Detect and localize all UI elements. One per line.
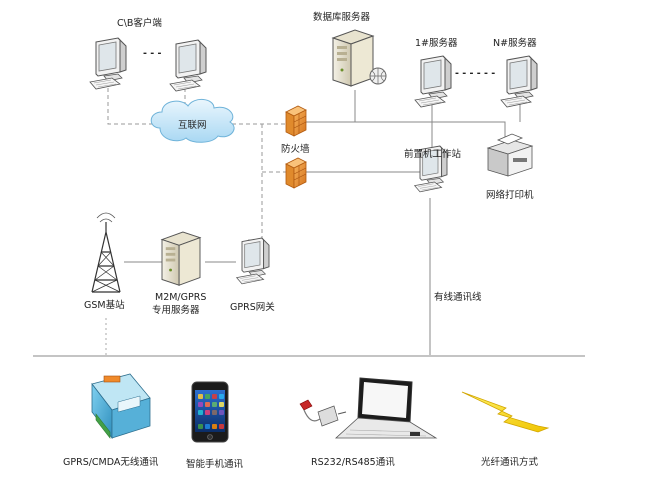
server-n-computer (500, 55, 538, 108)
m2m-server-label-line2: 专用服务器 (152, 304, 200, 316)
database-server-label: 数据库服务器 (313, 11, 371, 23)
laptop-computer (334, 377, 438, 439)
smartphone-device (191, 381, 229, 443)
frontend-station-label: 前置机工作站 (404, 148, 462, 160)
gsm-station-label: GSM基站 (84, 299, 125, 311)
network-printer-label: 网络打印机 (486, 189, 534, 201)
gprs-gateway-label: GPRS网关 (230, 301, 275, 313)
gprs-gateway-computer (236, 237, 270, 285)
firewall-upper (285, 105, 307, 137)
gprs-modem-device (91, 373, 151, 440)
connection-lines (33, 88, 585, 357)
gprs-cdma-label: GPRS/CMDA无线通讯 (63, 456, 159, 468)
cb-client-computer-2 (169, 39, 207, 92)
rs232-label: RS232/RS485通讯 (311, 457, 395, 468)
internet-cloud (150, 99, 235, 143)
server-1-computer (414, 55, 452, 108)
database-server (332, 29, 387, 87)
cb-client-computer-1 (89, 37, 127, 90)
network-printer (486, 133, 534, 177)
rs232-cable-adapter (299, 399, 347, 427)
fiber-label: 光纤通讯方式 (481, 456, 539, 468)
cb-clients-label: C\B客户端 (117, 17, 162, 29)
firewall-lower (285, 157, 307, 189)
m2m-gprs-server (161, 231, 201, 286)
server-1-label: 1#服务器 (415, 37, 458, 49)
internet-label: 互联网 (178, 120, 207, 131)
smartphone-label: 智能手机通讯 (186, 458, 244, 470)
servers-ellipsis: - - - - - - (455, 68, 495, 79)
clients-ellipsis: - - - (143, 48, 162, 59)
fiber-lightning-icon (461, 391, 550, 433)
wired-line-label: 有线通讯线 (434, 291, 482, 303)
gsm-tower (91, 212, 121, 293)
m2m-server-label-line1: M2M/GPRS (155, 292, 206, 303)
firewall-label: 防火墙 (281, 143, 310, 155)
server-n-label: N#服务器 (493, 37, 537, 49)
